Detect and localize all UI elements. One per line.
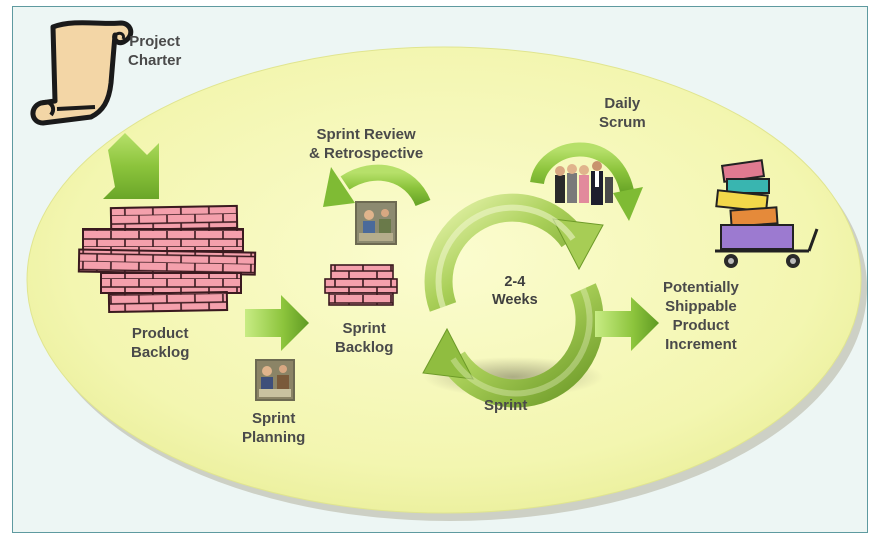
sprint-planning-label: Sprint Planning (242, 410, 306, 446)
brick-wall-icon (77, 204, 257, 314)
scrum-diagram (26, 20, 867, 521)
product-backlog-label: Product Backlog (131, 325, 190, 361)
sprint-label: Sprint (484, 397, 528, 414)
team-standup-icon (555, 161, 613, 205)
circular-arrows-icon (422, 193, 604, 408)
meeting-photo-icon (255, 359, 295, 401)
backlog-to-sprint-arrow (245, 295, 309, 351)
sprint-backlog-label: Sprint Backlog (335, 320, 394, 356)
small-brick-wall-icon (324, 264, 398, 306)
meeting-photo-icon (355, 201, 397, 245)
charter-to-backlog-arrow (103, 133, 159, 199)
boxes-cart-icon (715, 159, 819, 268)
daily-scrum-label: Daily Scrum (599, 95, 646, 131)
sprint-to-increment-arrow (595, 297, 659, 351)
diagram-frame: Project Charter Product Backlog Sprint P… (12, 6, 868, 533)
project-charter-label: Project Charter (128, 33, 182, 69)
review-arrow (323, 164, 431, 207)
sprint-review-label: Sprint Review & Retrospective (309, 126, 424, 162)
cycle-duration-label: 2-4 Weeks (492, 274, 538, 308)
scroll-icon (30, 20, 134, 126)
increment-label: Potentially Shippable Product Increment (663, 279, 739, 353)
daily-scrum-arrow (530, 142, 643, 221)
